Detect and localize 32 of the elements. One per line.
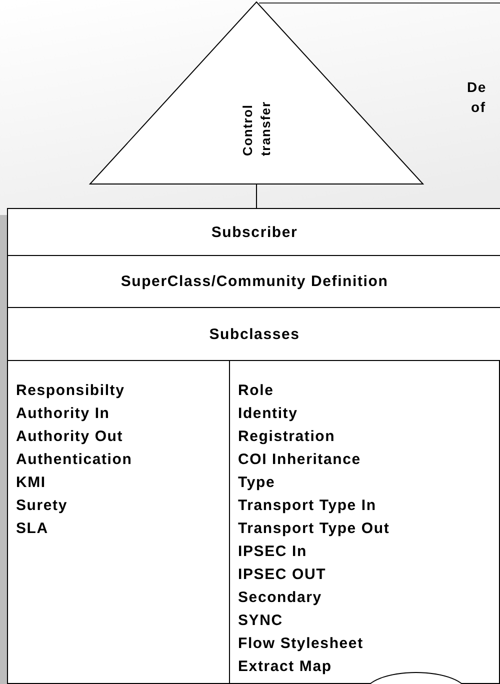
list-item: Authority Out — [16, 427, 124, 447]
table-row — [8, 308, 500, 361]
text-label: of — [471, 99, 486, 115]
table-row — [8, 209, 500, 256]
list-item: Transport Type Out — [238, 519, 390, 539]
list-item: Transport Type In — [238, 496, 376, 516]
list-item: IPSEC In — [238, 542, 307, 562]
list-item: COI Inheritance — [238, 450, 361, 470]
list-item: Extract Map — [238, 657, 332, 677]
triangle-shape — [90, 2, 423, 184]
list-item: Role — [238, 381, 274, 401]
list-item: Surety — [16, 496, 68, 516]
list-item: Registration — [238, 427, 336, 447]
list-item: Responsibilty — [16, 381, 125, 401]
list-item: IPSEC OUT — [238, 565, 326, 585]
list-item: Authentication — [16, 450, 132, 470]
table-row — [8, 256, 500, 308]
table-frame — [7, 208, 500, 684]
list-item: Identity — [238, 404, 298, 424]
row-heading: SuperClass/Community Definition — [120, 273, 388, 290]
list-item: Type — [238, 473, 276, 493]
list-item: SYNC — [238, 611, 283, 631]
row-heading: Subscriber — [211, 224, 298, 240]
list-item: KMI — [16, 473, 46, 493]
triangle-label: Control transfer — [238, 100, 274, 156]
list-item: Secondary — [238, 588, 322, 608]
list-item: Flow Stylesheet — [238, 634, 364, 654]
connector-line — [256, 184, 257, 208]
row-heading: Subclasses — [209, 326, 300, 342]
list-item: Authority In — [16, 404, 110, 424]
list-item: SLA — [16, 519, 48, 539]
text-label: De — [467, 79, 486, 95]
